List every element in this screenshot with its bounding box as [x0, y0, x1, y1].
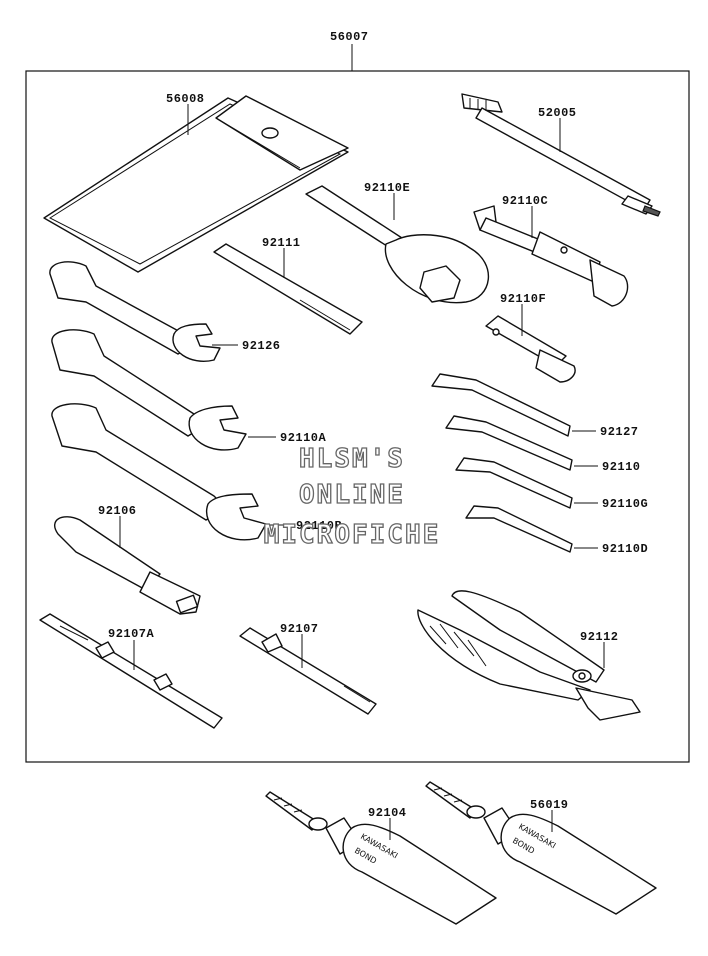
watermark: HLSM'S ONLINE MICROFICHE	[263, 443, 441, 550]
hex-key-92110G-illustration	[455, 457, 573, 509]
screwdriver-bit-illustration	[239, 627, 377, 715]
part-label-92110D[interactable]: 92110D	[602, 542, 648, 556]
box-wrench-illustration	[305, 185, 489, 304]
hex-key-92110-illustration	[445, 415, 573, 471]
open-wrench-large-illustration	[51, 403, 267, 541]
assembly-number[interactable]: 56007	[330, 30, 369, 44]
part-label-92107[interactable]: 92107	[280, 622, 319, 636]
socket-wrench-illustration	[473, 205, 629, 307]
part-label-92110G[interactable]: 92110G	[602, 497, 648, 511]
assembly-frame	[25, 70, 690, 763]
part-label-92126[interactable]: 92126	[242, 339, 281, 353]
part-label-92107A[interactable]: 92107A	[108, 627, 155, 641]
screwdriver-bit-long-illustration	[39, 613, 223, 729]
part-label-56019[interactable]: 56019	[530, 798, 569, 812]
part-label-92110B[interactable]: 92110B	[296, 519, 342, 533]
part-label-92110E[interactable]: 92110E	[364, 181, 410, 195]
hex-key-92110D-illustration	[465, 505, 573, 553]
watermark-line1: HLSM'S	[299, 444, 405, 474]
spark-plug-bar-illustration	[461, 93, 661, 217]
bond-tube-right-illustration: KAWASAKI BOND	[425, 781, 657, 915]
hex-key-92127-illustration	[431, 373, 571, 437]
watermark-line2: ONLINE	[299, 480, 405, 510]
open-wrench-small-illustration	[49, 261, 221, 362]
part-label-52005[interactable]: 52005	[538, 106, 577, 120]
part-label-92110C[interactable]: 92110C	[502, 194, 548, 208]
part-label-92127[interactable]: 92127	[600, 425, 639, 439]
part-label-92112[interactable]: 92112	[580, 630, 619, 644]
pliers-illustration	[417, 590, 641, 721]
tool-pouch-illustration	[43, 95, 349, 273]
screwdriver-handle-illustration	[53, 516, 201, 615]
bond-tube-left-illustration: KAWASAKI BOND	[265, 791, 497, 925]
part-label-92110F[interactable]: 92110F	[500, 292, 546, 306]
small-socket-illustration	[485, 315, 576, 383]
tommy-bar-illustration	[213, 243, 363, 335]
part-label-92110A[interactable]: 92110A	[280, 431, 327, 445]
part-label-92104[interactable]: 92104	[368, 806, 407, 820]
part-label-56008[interactable]: 56008	[166, 92, 205, 106]
part-label-92110[interactable]: 92110	[602, 460, 641, 474]
open-wrench-medium-illustration	[51, 329, 247, 451]
part-label-92111[interactable]: 92111	[262, 236, 301, 250]
part-label-92106[interactable]: 92106	[98, 504, 137, 518]
watermark-line3: MICROFICHE	[264, 520, 441, 550]
